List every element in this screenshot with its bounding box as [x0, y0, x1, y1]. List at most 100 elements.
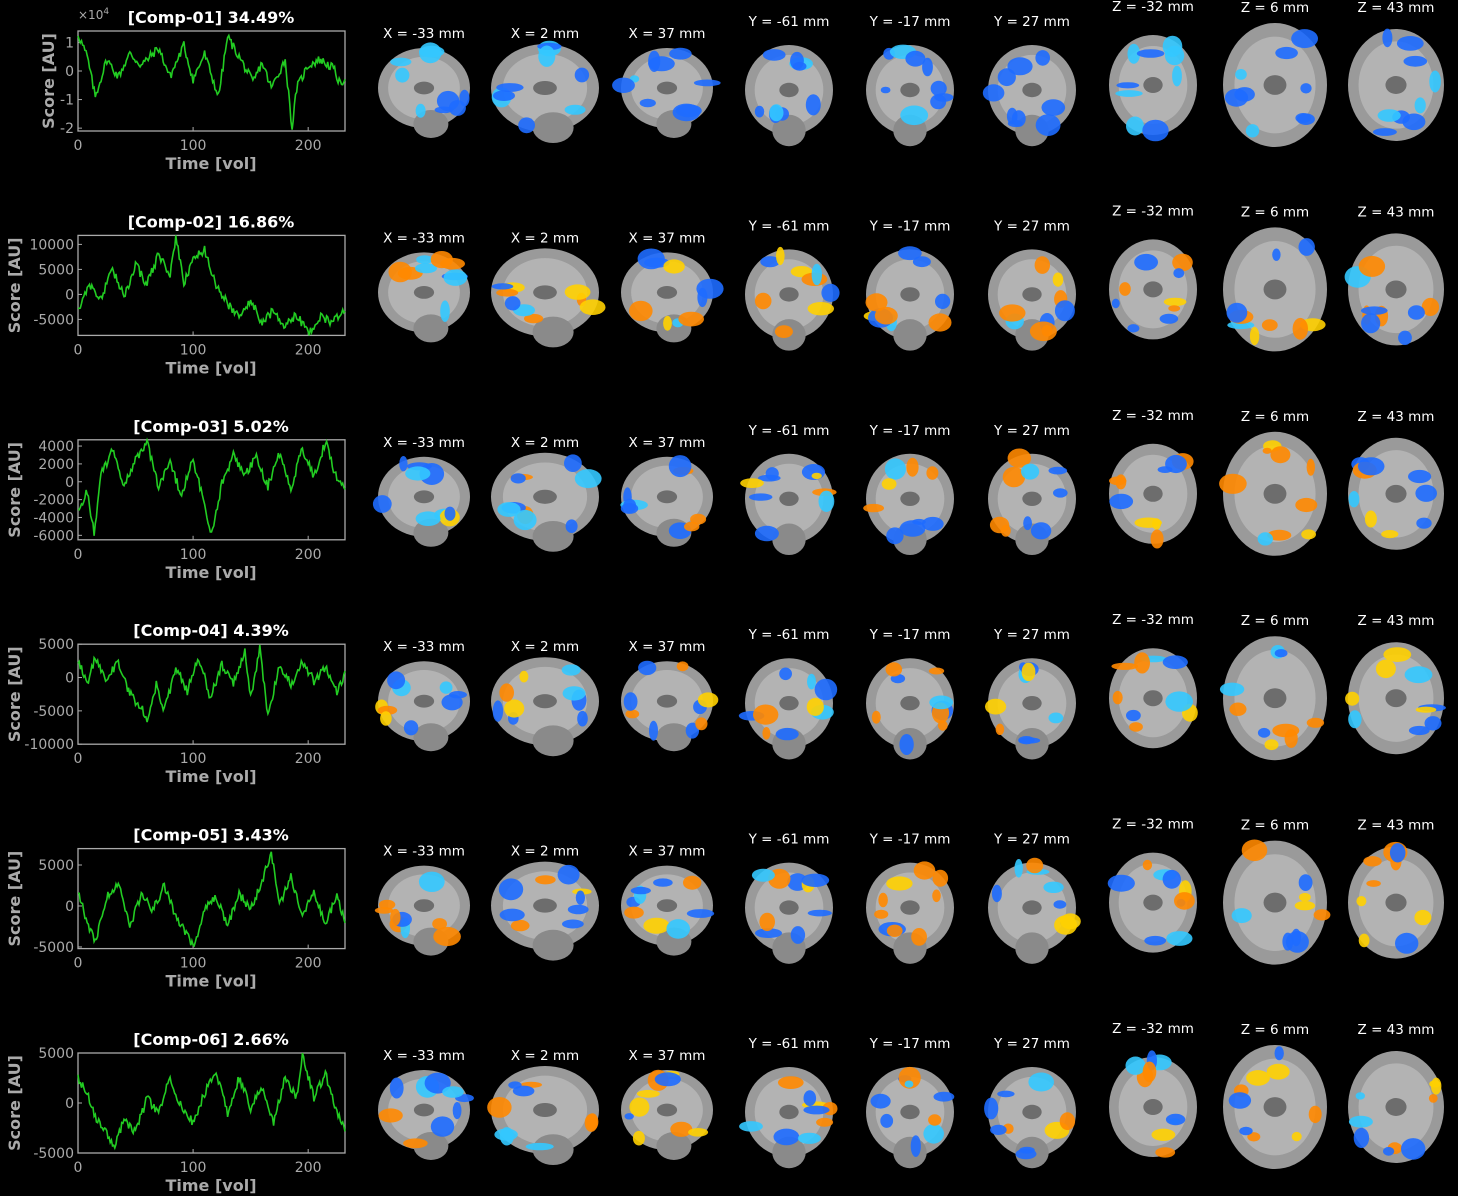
slice-label: Z = 6 mm: [1241, 1022, 1309, 1038]
slice-label: Y = -17 mm: [869, 218, 951, 234]
series-line: [77, 437, 346, 536]
slice-label: X = 2 mm: [511, 230, 579, 246]
positive-activation: [1381, 530, 1399, 539]
negative-activation: [1142, 119, 1169, 142]
slice-label: Z = 6 mm: [1241, 613, 1309, 629]
positive-activation: [807, 302, 834, 316]
negative-activation: [561, 664, 581, 676]
negative-activation: [775, 727, 799, 741]
negative-activation: [430, 1116, 455, 1137]
positive-activation: [374, 907, 394, 914]
slice-label: Z = -32 mm: [1112, 817, 1194, 833]
brain-slice-sagittal-2: X = 2 mm: [491, 435, 602, 552]
negative-activation: [1030, 522, 1052, 540]
negative-activation: [399, 456, 408, 472]
brain-slice-axial-2: Z = 6 mm: [1219, 409, 1327, 556]
positive-activation: [999, 304, 1026, 322]
negative-activation: [1298, 238, 1315, 256]
negative-activation: [405, 466, 431, 481]
positive-activation: [632, 1130, 645, 1146]
negative-activation: [452, 1102, 462, 1120]
negative-activation: [1235, 69, 1247, 80]
positive-activation: [625, 709, 640, 719]
negative-activation: [1295, 113, 1311, 123]
negative-activation: [807, 673, 816, 690]
positive-activation: [1119, 282, 1131, 296]
slice-label: X = 37 mm: [629, 26, 706, 42]
y-tick-label: -5000: [33, 940, 74, 956]
y-tick-label: 0: [65, 899, 74, 915]
brain-slice-coronal-3: Y = 27 mm: [988, 423, 1076, 556]
negative-activation: [1127, 324, 1140, 333]
cerebellum: [772, 114, 806, 147]
x-tick-label: 100: [180, 956, 207, 972]
y-tick-label: -5000: [33, 704, 74, 720]
positive-activation: [1129, 722, 1143, 732]
negative-activation: [1407, 305, 1425, 320]
brain-slice-axial-1: Z = -32 mm: [1109, 0, 1197, 142]
series-line: [77, 644, 346, 723]
positive-activation: [1229, 702, 1247, 716]
positive-activation: [487, 1097, 512, 1118]
negative-activation: [1048, 712, 1064, 724]
negative-activation: [448, 100, 466, 116]
brain-slice-sagittal-1: X = -33 mm: [378, 230, 470, 343]
negative-activation: [1127, 43, 1141, 64]
y-tick-label: -2: [60, 121, 74, 137]
negative-activation: [538, 45, 556, 67]
negative-activation: [1396, 36, 1424, 51]
ventricle: [900, 287, 920, 302]
negative-activation: [912, 256, 931, 268]
brain-slice-coronal-1: Y = -61 mm: [745, 14, 833, 147]
cerebellum: [656, 1132, 692, 1160]
ventricle: [656, 1103, 678, 1117]
brain-slice-axial-2: Z = 6 mm: [1223, 818, 1331, 965]
x-tick-label: 200: [295, 342, 322, 358]
ventricle: [1385, 280, 1407, 299]
negative-activation: [1043, 881, 1064, 893]
negative-activation: [1111, 298, 1120, 309]
negative-activation: [900, 105, 929, 126]
negative-activation: [933, 1091, 955, 1102]
cerebellum: [772, 523, 806, 556]
negative-activation: [498, 878, 524, 901]
positive-activation: [985, 698, 1007, 715]
negative-activation: [440, 300, 450, 323]
negative-activation: [669, 47, 692, 60]
negative-activation: [1125, 1056, 1146, 1075]
positive-activation: [504, 699, 525, 718]
brain-slice-sagittal-1: X = -33 mm: [372, 435, 470, 547]
positive-activation: [643, 917, 670, 934]
ventricle: [1263, 483, 1287, 504]
y-tick-label: 2000: [38, 457, 74, 473]
y-tick-label: 5000: [38, 1046, 74, 1062]
x-tick-label: 100: [180, 138, 207, 154]
negative-activation: [434, 106, 454, 114]
positive-activation: [898, 1066, 921, 1089]
brain-slice-coronal-3: Y = 27 mm: [988, 218, 1076, 351]
negative-activation: [1115, 90, 1143, 97]
ventricle: [656, 490, 678, 504]
positive-activation: [1428, 1094, 1438, 1103]
brain-slice-coronal-2: Y = -17 mm: [866, 627, 954, 760]
negative-activation: [1166, 931, 1193, 946]
cerebellum: [1015, 932, 1049, 964]
y-tick-label: 0: [65, 671, 74, 687]
positive-activation: [1313, 909, 1331, 921]
slice-label: Y = -61 mm: [748, 423, 830, 439]
positive-activation: [754, 292, 772, 310]
negative-activation: [1136, 49, 1165, 58]
cerebellum: [413, 518, 449, 547]
x-axis-label: Time [vol]: [165, 972, 256, 991]
positive-activation: [579, 299, 606, 316]
negative-activation: [1228, 1092, 1252, 1109]
ventricle: [656, 286, 678, 299]
negative-activation: [803, 1105, 830, 1115]
cerebellum: [656, 723, 692, 752]
brain-slice-sagittal-3: X = 37 mm: [621, 1048, 713, 1160]
positive-activation: [906, 457, 919, 477]
negative-activation: [424, 1072, 451, 1094]
ventricle: [656, 899, 678, 912]
negative-activation: [765, 467, 779, 481]
brain-slice-sagittal-2: X = 2 mm: [491, 230, 606, 348]
